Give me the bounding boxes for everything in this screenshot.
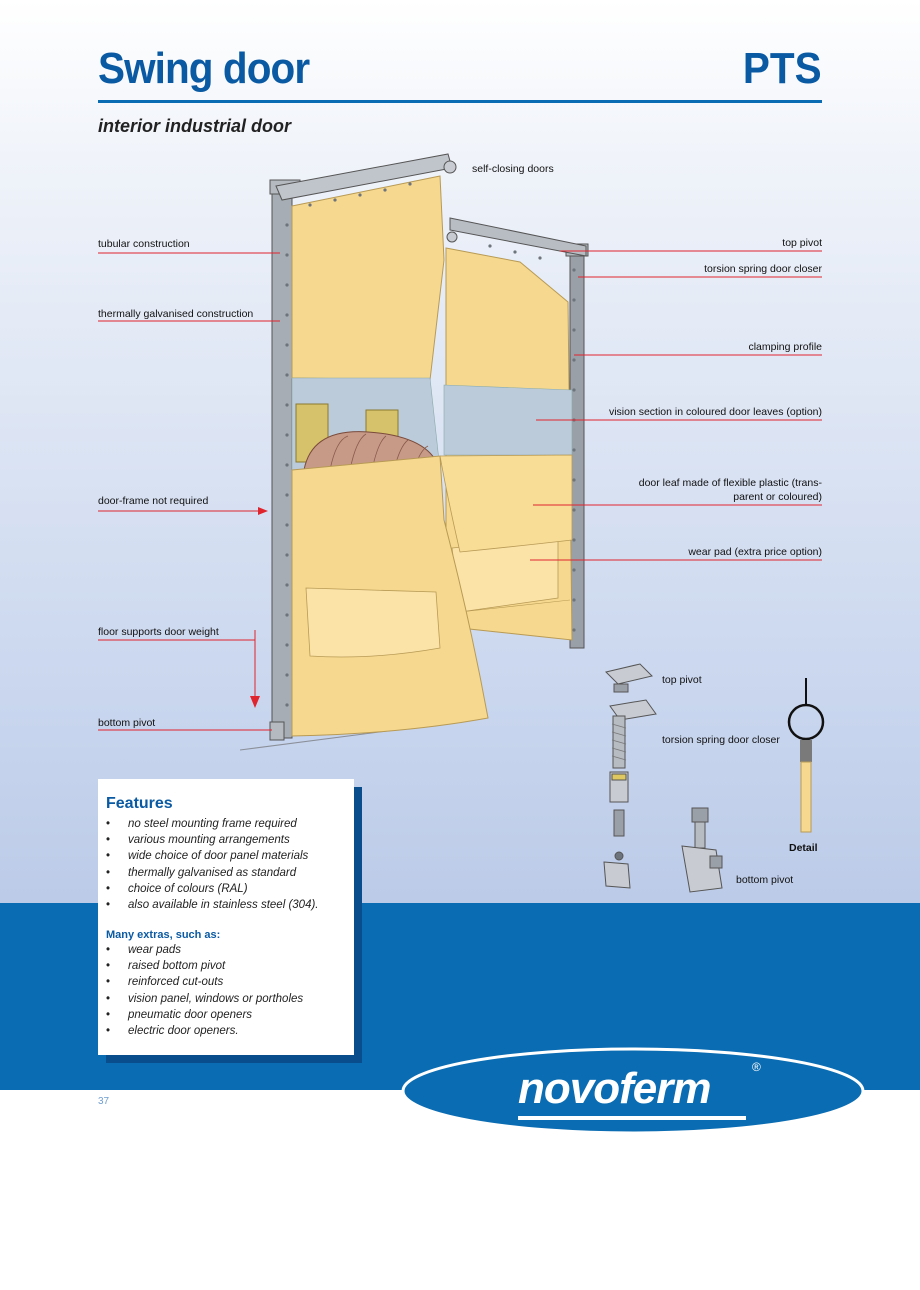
- bottom-pivot-part: [681, 807, 723, 893]
- list-item: various mounting arrangements: [106, 832, 319, 848]
- list-item: wear pads: [106, 942, 303, 958]
- registered-mark: ®: [752, 1060, 761, 1074]
- left-pivot-knob: [443, 160, 457, 174]
- page-number: 37: [98, 1096, 110, 1107]
- list-item: wide choice of door panel materials: [106, 848, 319, 864]
- right-leaf-fold: [439, 454, 573, 553]
- extras-heading: Many extras, such as:: [106, 929, 221, 941]
- list-item: pneumatic door openers: [106, 1007, 303, 1023]
- callout-bottom-pivot: bottom pivot: [98, 717, 156, 729]
- detail-torsion-spring: torsion spring door closer: [662, 734, 780, 746]
- logo-ellipse: [401, 1047, 865, 1135]
- right-pivot-knob: [446, 231, 458, 243]
- callout-self-closing: self-closing doors: [472, 163, 554, 175]
- left-wear-pad: [305, 587, 441, 658]
- callout-tubular-construction: tubular construction: [98, 238, 190, 250]
- page-subtitle: interior industrial door: [98, 116, 292, 136]
- list-item: choice of colours (RAL): [106, 881, 319, 897]
- torsion-spring-part: [603, 699, 657, 889]
- detail-label: Detail: [789, 842, 818, 854]
- title-rule: [98, 100, 822, 103]
- list-item: reinforced cut-outs: [106, 974, 303, 990]
- door-illustration: [98, 153, 825, 893]
- callout-vision-section: vision section in coloured door leaves (…: [608, 406, 822, 418]
- top-pivot-part: [605, 663, 653, 693]
- callout-door-frame: door-frame not required: [98, 495, 209, 507]
- list-item: also available in stainless steel (304).: [106, 897, 319, 913]
- features-box: Features no steel mounting frame require…: [98, 779, 354, 1055]
- features-list: no steel mounting frame required various…: [106, 816, 319, 913]
- right-top-rail: [449, 217, 587, 257]
- list-item: thermally galvanised as standard: [106, 865, 319, 881]
- logo-text: novoferm: [518, 1064, 711, 1113]
- model-code: PTS: [743, 44, 822, 93]
- list-item: vision panel, windows or portholes: [106, 991, 303, 1007]
- arrowhead-doorframe: [258, 507, 268, 515]
- list-item: no steel mounting frame required: [106, 816, 319, 832]
- extras-list: wear pads raised bottom pivot reinforced…: [106, 942, 303, 1039]
- logo-underline: [518, 1116, 746, 1120]
- callout-door-leaf: door leaf made of flexible plastic (tran…: [638, 477, 822, 503]
- detail-diagram: [787, 678, 825, 833]
- callout-wear-pad: wear pad (extra price option): [688, 546, 822, 558]
- list-item: electric door openers.: [106, 1023, 303, 1039]
- arrowhead-floor: [250, 696, 260, 708]
- list-item: raised bottom pivot: [106, 958, 303, 974]
- callout-clamping-profile: clamping profile: [748, 341, 822, 353]
- left-frame-post: [271, 181, 293, 739]
- callout-top-pivot: top pivot: [782, 237, 822, 249]
- left-bottom-pivot: [269, 721, 285, 741]
- detail-top-pivot: top pivot: [662, 674, 702, 686]
- page-title: Swing door: [98, 44, 310, 93]
- left-door-leaf-top: [291, 175, 445, 381]
- callout-floor-supports: floor supports door weight: [98, 626, 219, 638]
- callout-thermally-galvanised: thermally galvanised construction: [98, 308, 254, 320]
- novoferm-logo: novoferm ®: [400, 1046, 866, 1136]
- callout-torsion-spring: torsion spring door closer: [704, 263, 822, 275]
- features-heading: Features: [106, 795, 173, 812]
- detail-bottom-pivot: bottom pivot: [736, 874, 794, 886]
